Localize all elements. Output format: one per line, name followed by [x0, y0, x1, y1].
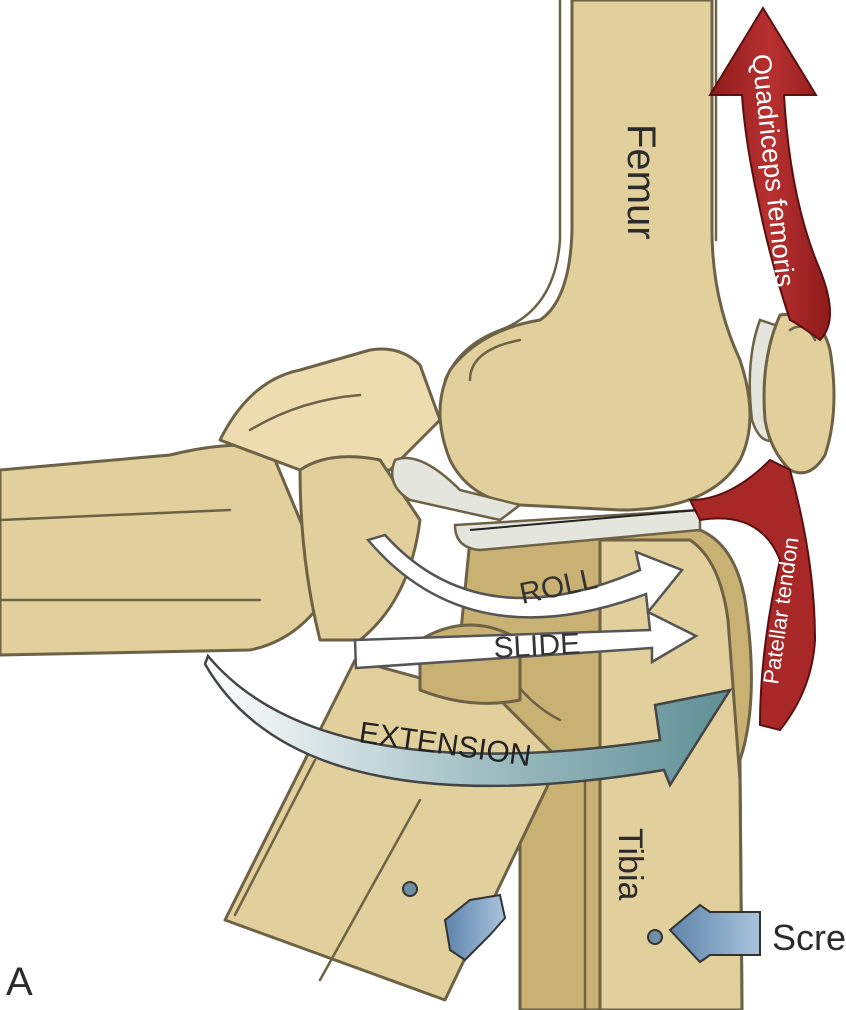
screw-label: Scre [772, 917, 846, 958]
lower-leg-bones-left [0, 349, 440, 655]
femur [440, 0, 750, 510]
screw-dot-right [648, 930, 662, 944]
slide-label: SLIDE [493, 627, 581, 664]
femur-label: Femur [619, 124, 663, 240]
panel-label: A [6, 960, 33, 1004]
tibia-label: Tibia [611, 828, 649, 901]
fibula [225, 625, 560, 1000]
quadriceps-muscle: Quadriceps femoris [710, 8, 830, 340]
screw-dot-left [403, 882, 417, 896]
